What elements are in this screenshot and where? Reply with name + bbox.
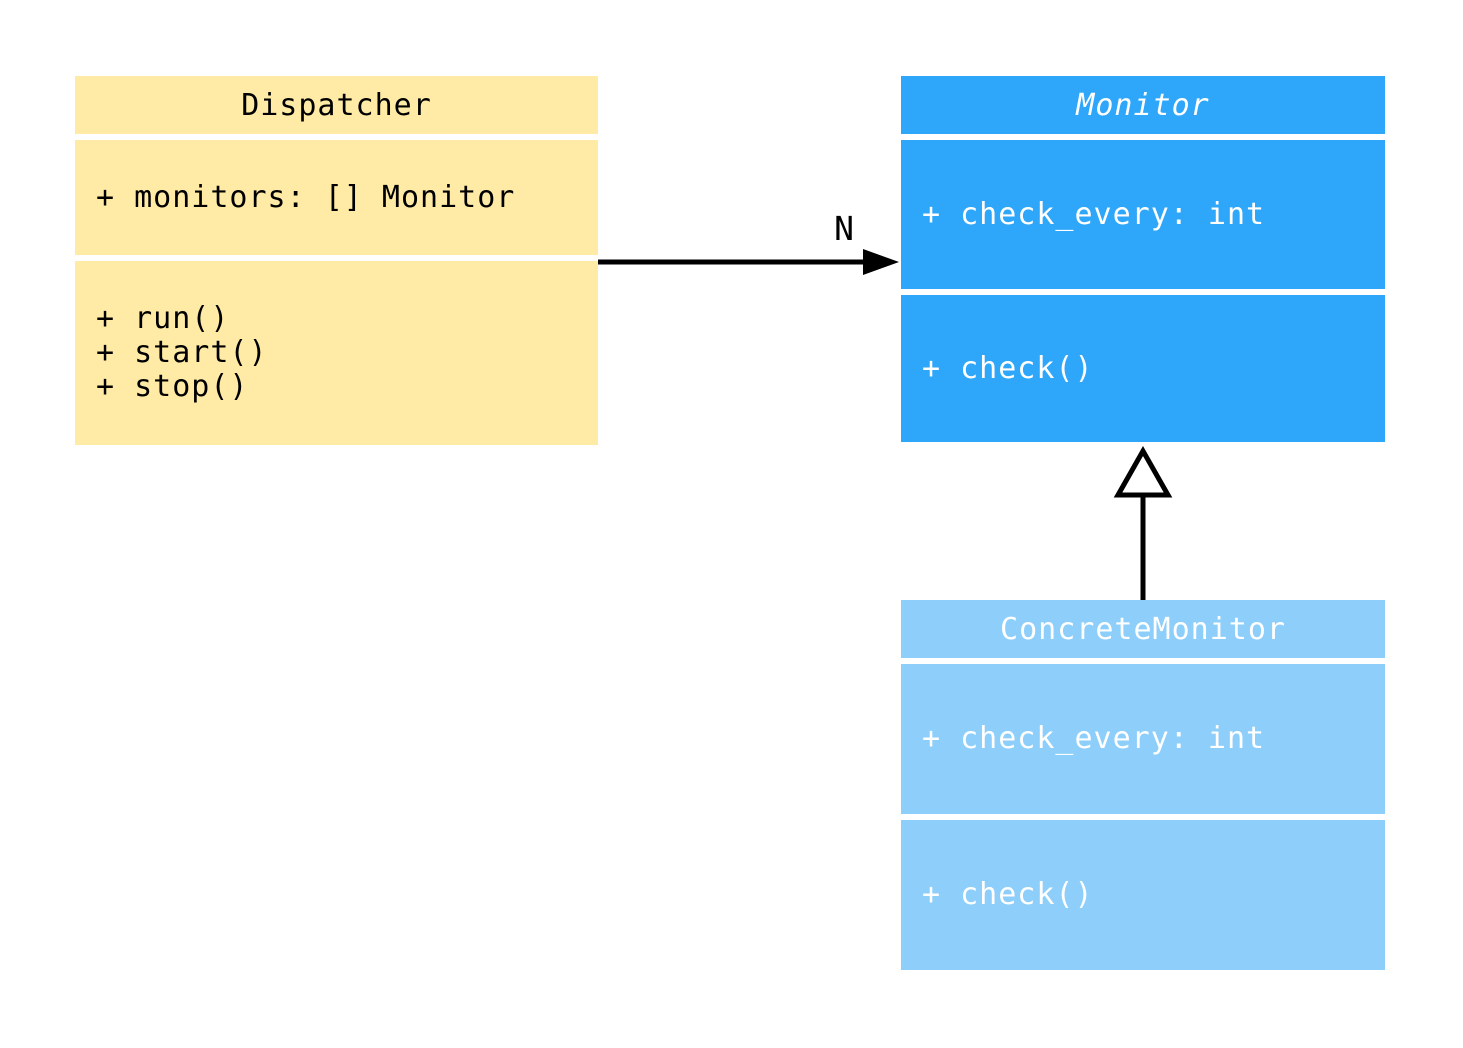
- attributes-compartment-concretemonitor: + check_every: int: [901, 664, 1385, 814]
- association-arrowhead-icon: [863, 249, 899, 275]
- method-start: + start(): [96, 335, 268, 370]
- class-box-monitor: Monitor + check_every: int + check(): [901, 76, 1385, 442]
- association-multiplicity-label: N: [834, 209, 854, 248]
- attribute-check-every: + check_every: int: [922, 196, 1266, 232]
- method-check: + check(): [922, 877, 1094, 912]
- method-stop: + stop(): [96, 369, 249, 404]
- class-title-dispatcher: Dispatcher: [75, 76, 598, 134]
- attribute-check-every: + check_every: int: [922, 721, 1266, 756]
- generalization-triangle-icon: [1113, 445, 1173, 498]
- methods-compartment-concretemonitor: + check(): [901, 820, 1385, 970]
- method-run: + run(): [96, 301, 230, 336]
- class-box-dispatcher: Dispatcher + monitors: [] Monitor + run(…: [75, 76, 598, 445]
- attribute-monitors: + monitors: [] Monitor: [96, 179, 516, 215]
- class-box-concretemonitor: ConcreteMonitor + check_every: int + che…: [901, 600, 1385, 970]
- methods-compartment-monitor: + check(): [901, 295, 1385, 442]
- class-title-monitor: Monitor: [901, 76, 1385, 134]
- attributes-compartment-monitor: + check_every: int: [901, 140, 1385, 289]
- attributes-compartment-dispatcher: + monitors: [] Monitor: [75, 140, 598, 255]
- class-title-concretemonitor: ConcreteMonitor: [901, 600, 1385, 658]
- methods-compartment-dispatcher: + run() + start() + stop(): [75, 261, 598, 445]
- generalization-concretemonitor-to-monitor: [1113, 445, 1173, 600]
- method-check: + check(): [922, 350, 1094, 386]
- association-dispatcher-to-monitor: N: [598, 209, 899, 275]
